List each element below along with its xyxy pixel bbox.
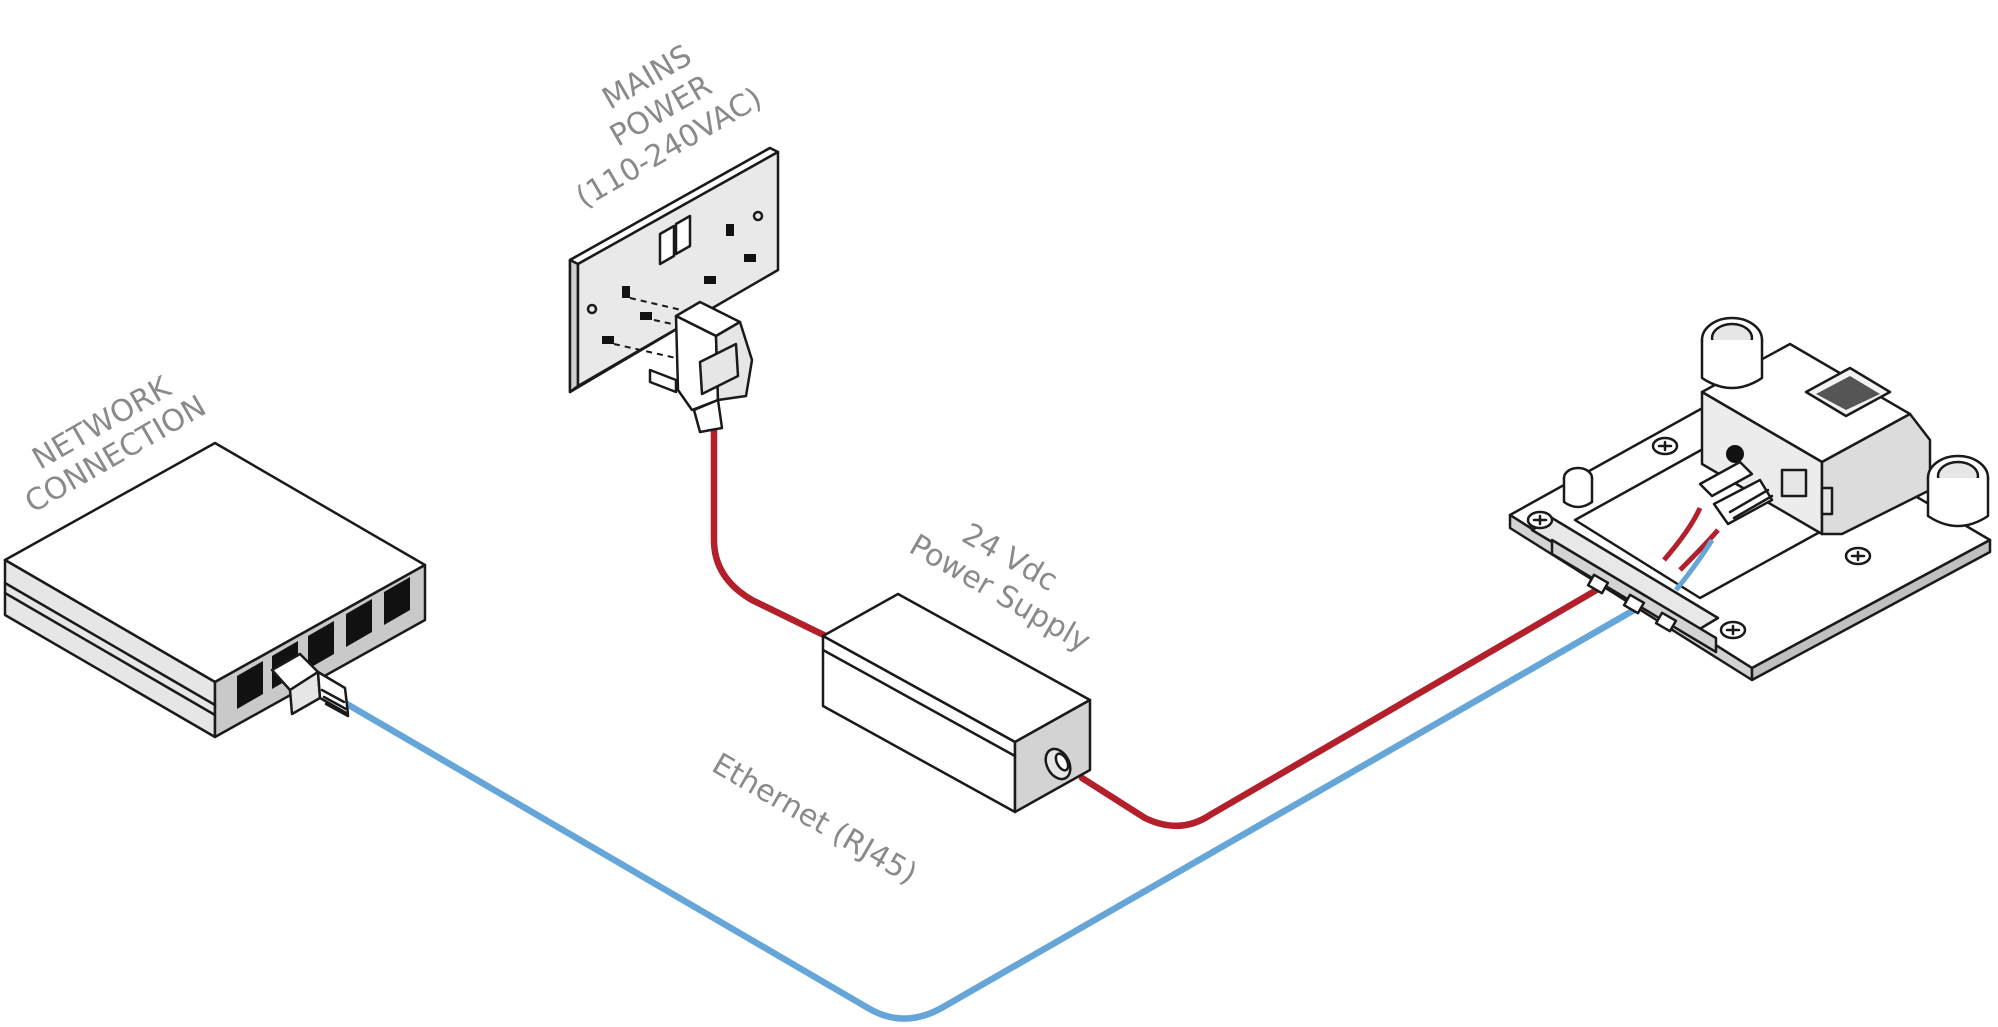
power-cable — [710, 421, 1604, 830]
device-bracket-icon — [1508, 316, 1992, 682]
mains-plug-icon — [648, 300, 754, 434]
network-switch-icon — [3, 441, 427, 739]
power-supply-icon — [821, 592, 1092, 814]
rj45-plug-icon — [270, 652, 350, 718]
ethernet-label-text: Ethernet (RJ45) — [706, 747, 923, 892]
wall-socket-icon — [568, 146, 780, 394]
ethernet-label: Ethernet (RJ45) — [706, 747, 923, 892]
